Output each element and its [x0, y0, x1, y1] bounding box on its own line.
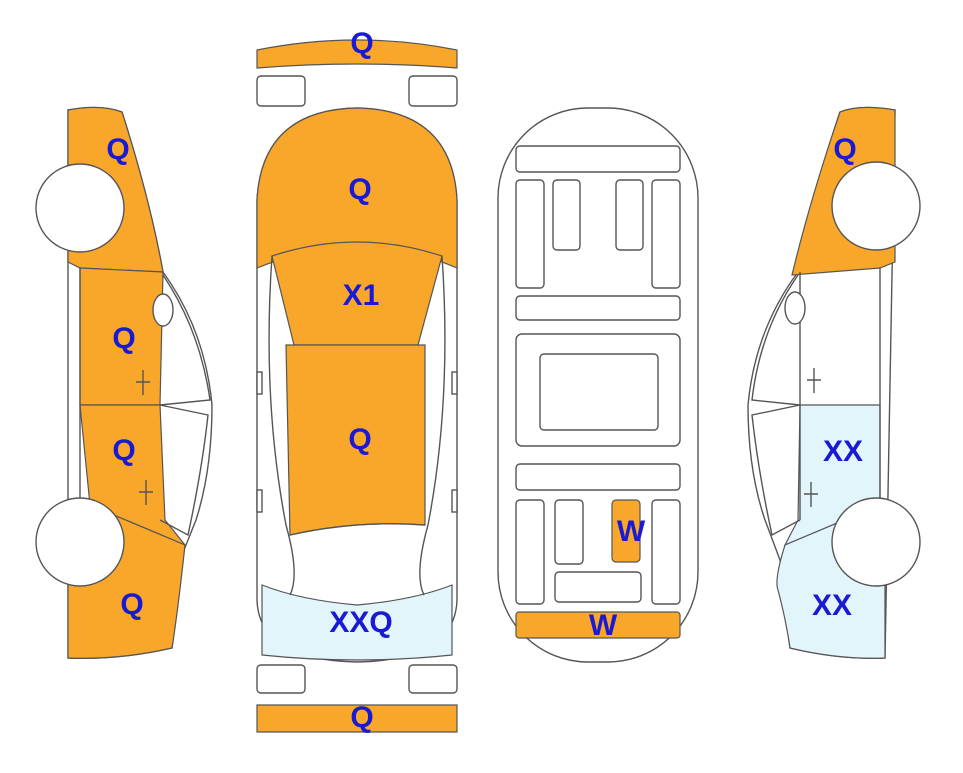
underbody-view	[497, 107, 699, 663]
floor-center-label: W	[616, 515, 646, 548]
right-rear-window	[751, 404, 801, 537]
left-rear-door-handle-icon	[139, 480, 153, 505]
floor-rear-panel[interactable]	[515, 611, 681, 639]
rear-bumper-label: Q	[350, 701, 374, 734]
right-front-wheel	[831, 161, 921, 251]
left-front-window	[159, 274, 211, 406]
windshield-panel[interactable]	[271, 241, 443, 346]
top-view	[256, 39, 458, 733]
right-rear-door-label: XX	[822, 435, 864, 468]
front-left-light	[256, 75, 306, 107]
front-bumper-panel[interactable]	[256, 39, 458, 69]
floor-center-panel[interactable]	[611, 499, 641, 563]
right-mirror	[784, 291, 806, 325]
right-rear-quarter-label: XX	[811, 589, 853, 622]
left-mirror	[152, 293, 174, 327]
trunk-panel[interactable]	[261, 584, 453, 661]
rear-left-light	[256, 664, 306, 694]
windshield-label: X1	[342, 279, 380, 312]
left-rear-wheel	[35, 497, 125, 587]
left-side-view	[35, 106, 213, 659]
rear-bumper-panel[interactable]	[256, 704, 458, 733]
left-front-door-handle-icon	[136, 370, 150, 395]
front-right-light	[408, 75, 458, 107]
underbody-outline	[497, 107, 699, 663]
left-front-fender-label: Q	[106, 133, 130, 166]
floor-rear-label: W	[588, 609, 618, 642]
left-front-door-label: Q	[112, 322, 136, 355]
right-front-door-handle-icon	[807, 368, 821, 393]
left-rear-window	[159, 404, 209, 537]
roof-label: Q	[348, 423, 372, 456]
left-rear-door-label: Q	[112, 434, 136, 467]
hood-label: Q	[348, 173, 372, 206]
left-rear-quarter-label: Q	[120, 588, 144, 621]
rear-right-light	[408, 664, 458, 694]
right-rear-wheel	[831, 497, 921, 587]
right-side-view	[747, 106, 921, 659]
left-front-wheel	[35, 163, 125, 253]
right-front-fender-label: Q	[833, 133, 857, 166]
front-bumper-label: Q	[350, 27, 374, 60]
right-rear-door-handle-icon	[804, 482, 818, 507]
right-front-window	[751, 274, 801, 406]
trunk-label: XXQ	[329, 606, 393, 639]
